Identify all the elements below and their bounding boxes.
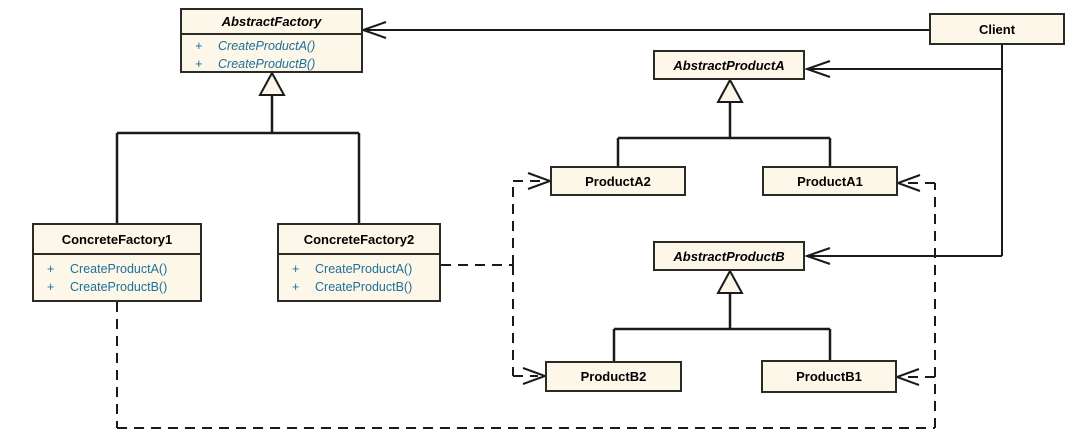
hollow-triangle-icon <box>716 268 744 294</box>
class-product-a1: ProductA1 <box>762 166 898 196</box>
method-visibility: + <box>292 280 300 294</box>
method-signature: CreateProductB() <box>218 57 316 71</box>
class-title: AbstractProductB <box>655 249 803 264</box>
open-arrowhead-icon <box>803 247 831 265</box>
method-row: + CreateProductB() <box>279 278 439 296</box>
class-name: ProductA1 <box>797 173 863 189</box>
method-visibility: + <box>292 262 300 276</box>
class-title: ProductA1 <box>764 174 896 189</box>
class-product-b2: ProductB2 <box>545 361 682 392</box>
class-name: ProductB2 <box>580 369 647 384</box>
class-name: AbstractProductA <box>673 57 785 73</box>
method-row: + CreateProductB() <box>34 278 200 296</box>
generalization-factories <box>115 70 361 223</box>
class-title: ConcreteFactory2 <box>279 225 439 255</box>
generalization-products-b <box>612 268 832 361</box>
method-row: + CreateProductB() <box>182 55 361 73</box>
open-arrowhead-icon <box>894 368 920 386</box>
generalization-products-a <box>616 77 832 166</box>
open-arrowhead-icon <box>359 21 387 39</box>
association-client-abstractproductb <box>803 247 1002 265</box>
class-name: ProductA2 <box>585 173 651 189</box>
method-signature: CreateProductB() <box>315 280 413 294</box>
method-row: + CreateProductA() <box>34 260 200 278</box>
class-name: ConcreteFactory2 <box>303 231 415 247</box>
dependency-concretefactory2 <box>441 172 553 385</box>
method-row: + CreateProductA() <box>279 260 439 278</box>
dependency-concretefactory1 <box>116 174 936 429</box>
method-signature: CreateProductA() <box>70 262 168 276</box>
class-concrete-factory1: ConcreteFactory1 + CreateProductA() + Cr… <box>32 223 202 302</box>
association-client-abstractfactory <box>359 21 929 39</box>
class-abstract-product-b: AbstractProductB <box>653 241 805 271</box>
class-product-b1: ProductB1 <box>761 360 897 393</box>
class-name: AbstractFactory <box>221 14 322 29</box>
method-signature: CreateProductB() <box>70 280 168 294</box>
hollow-triangle-icon <box>258 70 286 96</box>
class-abstract-factory: AbstractFactory + CreateProductA() + Cre… <box>180 8 363 73</box>
method-row: + CreateProductA() <box>182 37 361 55</box>
class-title: ProductB1 <box>763 369 895 384</box>
open-arrowhead-icon <box>803 60 831 78</box>
class-title: ConcreteFactory1 <box>34 225 200 255</box>
class-name: Client <box>978 21 1016 37</box>
class-client: Client <box>929 13 1065 45</box>
class-title: ProductA2 <box>552 174 684 189</box>
class-title: AbstractProductA <box>655 58 803 73</box>
class-title: Client <box>931 22 1063 37</box>
operations-compartment: + CreateProductA() + CreateProductB() <box>34 255 200 296</box>
class-name: ProductB1 <box>796 369 862 384</box>
method-visibility: + <box>195 57 203 71</box>
class-name: AbstractProductB <box>673 248 785 264</box>
method-visibility: + <box>195 39 203 53</box>
class-product-a2: ProductA2 <box>550 166 686 196</box>
method-visibility: + <box>47 280 55 294</box>
method-signature: CreateProductA() <box>315 262 413 276</box>
class-title: AbstractFactory <box>182 10 361 35</box>
method-signature: CreateProductA() <box>218 39 316 53</box>
operations-compartment: + CreateProductA() + CreateProductB() <box>279 255 439 296</box>
class-concrete-factory2: ConcreteFactory2 + CreateProductA() + Cr… <box>277 223 441 302</box>
open-arrowhead-icon <box>895 174 921 192</box>
association-client-abstractproducta <box>803 60 1002 78</box>
class-abstract-product-a: AbstractProductA <box>653 50 805 80</box>
class-name: ConcreteFactory1 <box>61 231 173 247</box>
method-visibility: + <box>47 262 55 276</box>
operations-compartment: + CreateProductA() + CreateProductB() <box>182 35 361 73</box>
hollow-triangle-icon <box>716 77 744 103</box>
class-title: ProductB2 <box>547 369 680 384</box>
